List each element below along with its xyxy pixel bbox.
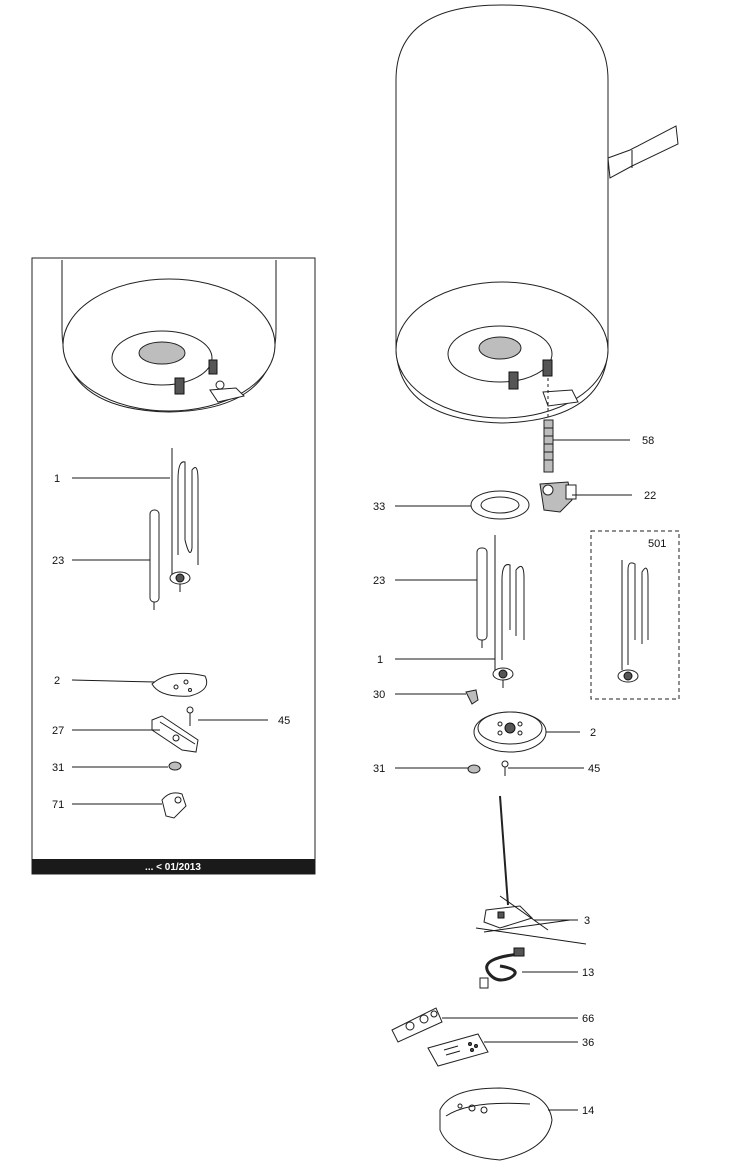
inset-bracket xyxy=(151,715,199,753)
inset-label-23: 23 xyxy=(52,555,64,567)
nut xyxy=(467,764,481,774)
label-22: 22 xyxy=(644,490,656,502)
label-1: 1 xyxy=(377,654,383,666)
inset-label-31: 31 xyxy=(52,762,64,774)
label-36: 36 xyxy=(582,1037,594,1049)
inset-nut xyxy=(168,761,182,771)
label-3: 3 xyxy=(584,915,590,927)
inset-label-45: 45 xyxy=(278,715,290,727)
label-panel xyxy=(427,1033,489,1067)
water-heater-tank xyxy=(395,4,679,424)
inset-footer-band xyxy=(32,859,315,874)
control-board xyxy=(391,1007,443,1043)
label-45: 45 xyxy=(588,763,600,775)
label-30: 30 xyxy=(373,689,385,701)
alternative-part-box xyxy=(590,530,680,700)
threaded-rod xyxy=(543,419,554,473)
cable-harness xyxy=(479,947,525,989)
heating-element xyxy=(492,535,525,688)
label-13: 13 xyxy=(582,967,594,979)
gasket-ring xyxy=(470,490,530,520)
flange-plate xyxy=(473,711,547,753)
inset-label-1: 1 xyxy=(54,473,60,485)
inset-anode-rod xyxy=(149,509,160,610)
label-2: 2 xyxy=(590,727,596,739)
alternative-heating-element xyxy=(617,560,649,683)
label-66: 66 xyxy=(582,1013,594,1025)
inset-cover-plate xyxy=(151,672,208,697)
inset-footer-text: ... < 01/2013 xyxy=(145,862,201,873)
inset-tank-bottom xyxy=(61,260,277,413)
anode-rod xyxy=(476,547,488,648)
inset-label-2: 2 xyxy=(54,675,60,687)
inset-clip xyxy=(161,792,187,819)
label-14: 14 xyxy=(582,1105,594,1117)
inset-leaders xyxy=(71,477,268,805)
connector-clip xyxy=(465,689,479,705)
safety-valve-fitting xyxy=(539,481,577,513)
main-diagram: 58 22 33 501 23 1 30 2 31 45 3 13 66 36 … xyxy=(373,4,680,1161)
screw xyxy=(501,760,509,776)
main-leaders xyxy=(395,439,632,1111)
label-501: 501 xyxy=(648,538,666,550)
thermostat xyxy=(475,795,587,945)
label-31: 31 xyxy=(373,763,385,775)
inset-label-71: 71 xyxy=(52,799,64,811)
inset-panel: 1 23 2 27 45 31 71 ... < 01/2013 xyxy=(31,257,316,875)
inset-heating-element xyxy=(169,448,199,592)
label-23: 23 xyxy=(373,575,385,587)
label-58: 58 xyxy=(642,435,654,447)
inset-screw xyxy=(186,706,194,726)
inset-label-27: 27 xyxy=(52,725,64,737)
bottom-cover xyxy=(439,1087,553,1161)
label-33: 33 xyxy=(373,501,385,513)
